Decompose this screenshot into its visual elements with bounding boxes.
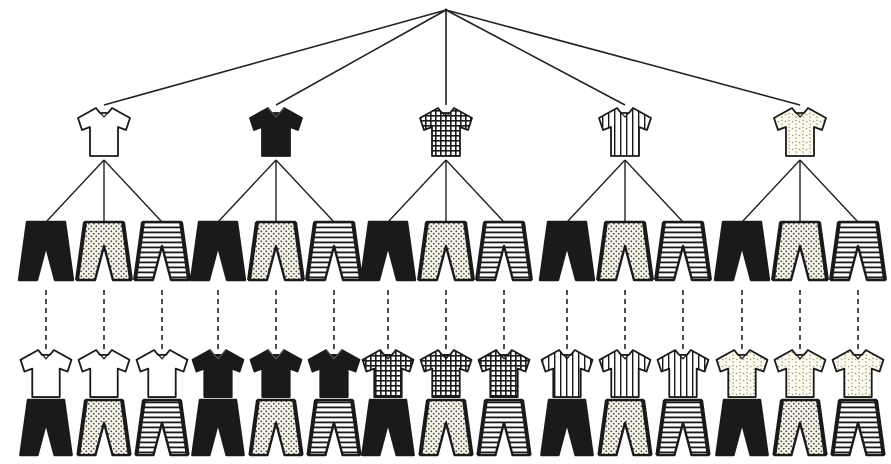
branch-line-shirt-to-pants (446, 160, 504, 222)
outfit-pants-icon-striped (478, 400, 529, 455)
outfit-white-shirt-striped-pants (136, 350, 187, 455)
pants-icon-black (19, 222, 73, 280)
outfit-pants-icon-black (20, 400, 71, 455)
outfit-checkered-shirt-dotted-pants (420, 350, 471, 455)
pants-icon-dotted (598, 222, 652, 280)
outfit-striped-shirt-black-pants (541, 350, 592, 455)
pants-icon-striped (477, 222, 531, 280)
outfit-pants-icon-black (716, 400, 767, 455)
outfit-dotted-shirt-dotted-pants (774, 350, 825, 455)
branch-line-root-to-shirt (446, 10, 800, 105)
outfit-pants-icon-dotted (774, 400, 825, 455)
pants-icon-black (191, 222, 245, 280)
branch-line-shirt-to-pants (104, 160, 162, 222)
outfit-white-shirt-dotted-pants (78, 350, 129, 455)
outfit-pants-icon-dotted (599, 400, 650, 455)
pants-level (19, 222, 885, 280)
shirt-icon-checkered (420, 108, 472, 156)
outfit-pants-icon-dotted (250, 400, 301, 455)
branch-line-shirt-to-pants (625, 160, 683, 222)
outfit-black-shirt-striped-pants (308, 350, 359, 455)
pants-icon-black (361, 222, 415, 280)
pants-icon-dotted (77, 222, 131, 280)
outfit-shirt-icon-dotted (775, 350, 826, 397)
outfit-checkered-shirt-striped-pants (478, 350, 529, 455)
outfit-shirt-icon-white (137, 350, 188, 397)
shirt-icon-dotted (774, 108, 826, 156)
outfit-black-shirt-dotted-pants (250, 350, 301, 455)
outfit-shirt-icon-dotted (833, 350, 884, 397)
outfit-results-level (20, 350, 883, 455)
outfit-checkered-shirt-black-pants (362, 350, 413, 455)
outfit-striped-shirt-striped-pants (657, 350, 708, 455)
connector-lines (46, 9, 858, 351)
branch-line-shirt-to-pants (46, 160, 104, 222)
outfit-shirt-icon-striped (658, 350, 709, 397)
outfit-pants-icon-black (362, 400, 413, 455)
pants-icon-striped (135, 222, 189, 280)
outfit-shirt-icon-checkered (479, 350, 530, 397)
branch-line-shirt-to-pants (567, 160, 625, 222)
branch-line-shirt-to-pants (218, 160, 276, 222)
outfit-pants-icon-dotted (420, 400, 471, 455)
outfit-shirt-icon-checkered (421, 350, 472, 397)
shirt-icon-striped (599, 108, 651, 156)
pants-icon-dotted (773, 222, 827, 280)
pants-icon-black (540, 222, 594, 280)
branch-line-root-to-shirt (446, 10, 625, 105)
outfit-shirt-icon-black (309, 350, 360, 397)
outfit-shirt-icon-black (193, 350, 244, 397)
outfit-shirt-icon-checkered (363, 350, 414, 397)
branch-line-root-to-shirt (104, 10, 446, 105)
pants-icon-dotted (419, 222, 473, 280)
outfit-shirt-icon-black (251, 350, 302, 397)
shirt-icon-black (250, 108, 302, 156)
pants-icon-black (715, 222, 769, 280)
outfit-shirt-icon-striped (542, 350, 593, 397)
outfit-shirt-icon-white (79, 350, 130, 397)
outfit-dotted-shirt-striped-pants (832, 350, 883, 455)
outfit-striped-shirt-dotted-pants (599, 350, 650, 455)
outfit-pants-icon-striped (657, 400, 708, 455)
outfit-black-shirt-black-pants (192, 350, 243, 455)
outfit-pants-icon-dotted (78, 400, 129, 455)
outfit-pants-icon-striped (308, 400, 359, 455)
branch-line-shirt-to-pants (800, 160, 858, 222)
outfit-shirt-icon-dotted (717, 350, 768, 397)
branch-line-shirt-to-pants (276, 160, 334, 222)
outfit-pants-icon-striped (136, 400, 187, 455)
shirt-icon-white (78, 108, 130, 156)
pants-icon-striped (656, 222, 710, 280)
pants-icon-striped (307, 222, 361, 280)
shirt-level (78, 108, 826, 156)
outfit-shirt-icon-striped (600, 350, 651, 397)
pants-icon-striped (831, 222, 885, 280)
outfit-pants-icon-black (192, 400, 243, 455)
outfit-white-shirt-black-pants (20, 350, 71, 455)
branch-line-shirt-to-pants (388, 160, 446, 222)
branch-line-shirt-to-pants (742, 160, 800, 222)
outfit-pants-icon-striped (832, 400, 883, 455)
outfit-shirt-icon-white (21, 350, 72, 397)
branch-line-root-to-shirt (276, 10, 446, 105)
outfit-pants-icon-black (541, 400, 592, 455)
pants-icon-dotted (249, 222, 303, 280)
outfit-dotted-shirt-black-pants (716, 350, 767, 455)
